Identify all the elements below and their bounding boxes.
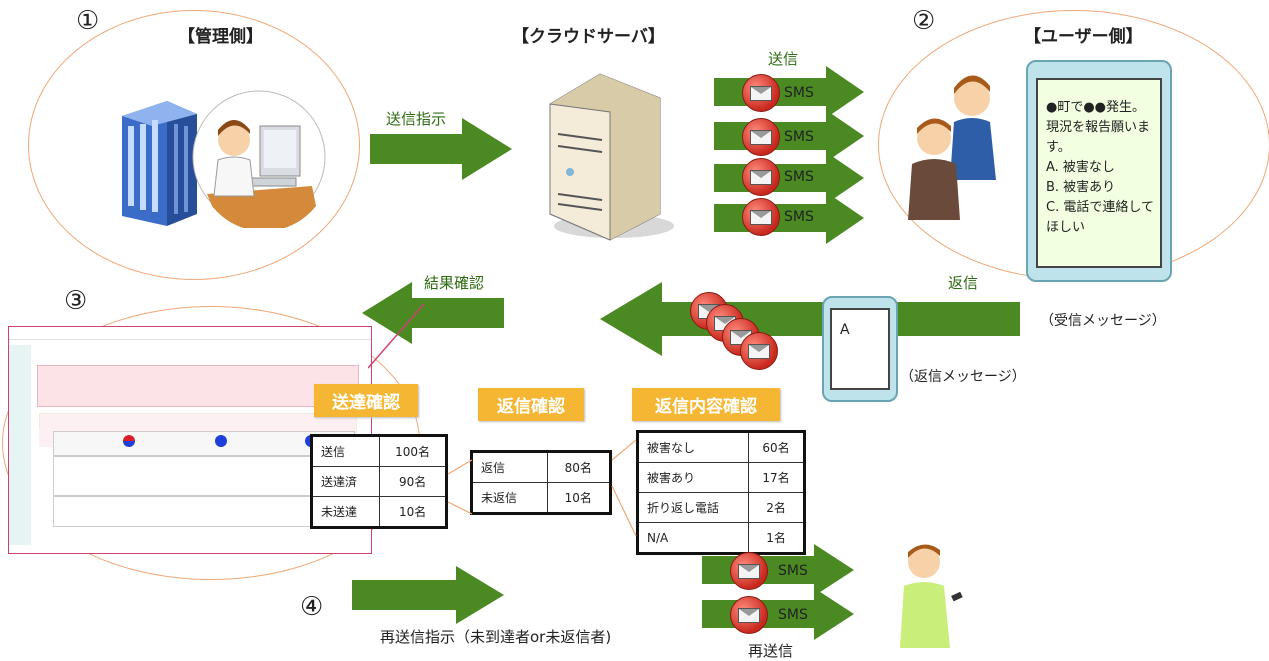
received-phone: ●町で●●発生。現況を報告願います。 A. 被害なし B. 被害あり C. 電話… bbox=[1026, 60, 1172, 282]
delivery-check-badge: 送達確認 bbox=[314, 384, 418, 417]
result-check-arrow bbox=[362, 282, 504, 344]
sms-envelope-icon bbox=[740, 332, 778, 370]
step-4-number: ④ bbox=[300, 592, 324, 622]
sms-resend-item-2: SMS bbox=[730, 596, 808, 634]
send-instruction-arrow bbox=[370, 118, 512, 180]
reply-message-caption: （返信メッセージ） bbox=[900, 369, 1026, 385]
table-cell-value: 60名 bbox=[748, 431, 805, 463]
table-cell-value: 1名 bbox=[748, 522, 805, 554]
sms-envelope-icon bbox=[730, 552, 768, 590]
received-phone-screen: ●町で●●発生。現況を報告願います。 A. 被害なし B. 被害あり C. 電話… bbox=[1036, 78, 1162, 268]
table-cell-label: 折り返し電話 bbox=[636, 492, 750, 523]
cloud-server-icon bbox=[549, 73, 674, 241]
table-cell-label: 送達済 bbox=[310, 466, 381, 497]
status-dot-icon bbox=[123, 435, 135, 447]
users-people-icon bbox=[908, 75, 996, 220]
sms-label: SMS bbox=[784, 85, 814, 101]
table-cell-value: 10名 bbox=[546, 482, 612, 514]
status-dot-icon bbox=[215, 435, 227, 447]
office-building-icon bbox=[122, 101, 197, 226]
sms-label: SMS bbox=[784, 129, 814, 145]
table-cell-label: N/A bbox=[636, 522, 750, 554]
reply-label: 返信 bbox=[948, 274, 979, 292]
sms-envelope-icon bbox=[742, 198, 780, 236]
table-cell-value: 80名 bbox=[546, 451, 612, 483]
sms-label: SMS bbox=[784, 209, 814, 225]
table-cell-value: 2名 bbox=[748, 492, 805, 523]
send-instruction-label: 送信指示 bbox=[386, 110, 447, 128]
resend-instruction-label: 再送信指示（未到達者or未返信者) bbox=[380, 628, 612, 646]
sms-item-2: SMS bbox=[742, 118, 814, 156]
table-cell-value: 100名 bbox=[379, 435, 447, 467]
table-cell-label: 送信 bbox=[310, 435, 381, 467]
resend-instruction-arrow bbox=[352, 566, 504, 624]
sms-item-1: SMS bbox=[742, 74, 814, 112]
user-header: 【ユーザー側】 bbox=[1024, 27, 1143, 47]
reply-envelopes bbox=[690, 292, 790, 372]
sms-envelope-icon bbox=[730, 596, 768, 634]
resend-recipient-icon bbox=[900, 544, 963, 648]
connector-line bbox=[368, 303, 425, 369]
step-1-number: ① bbox=[76, 6, 100, 36]
table-cell-label: 未返信 bbox=[471, 482, 548, 514]
admin-group-ellipse bbox=[28, 10, 360, 280]
table-cell-label: 被害なし bbox=[636, 431, 750, 463]
table-cell-label: 被害あり bbox=[636, 462, 750, 493]
step-3-number: ③ bbox=[64, 286, 88, 316]
resend-label: 再送信 bbox=[748, 642, 794, 660]
sms-envelope-icon bbox=[742, 74, 780, 112]
sms-item-4: SMS bbox=[742, 198, 814, 236]
sms-label: SMS bbox=[778, 563, 808, 579]
step-2-number: ② bbox=[912, 6, 936, 36]
sms-resend-item-1: SMS bbox=[730, 552, 808, 590]
sms-envelope-icon bbox=[742, 158, 780, 196]
received-message-text: ●町で●●発生。現況を報告願います。 A. 被害なし B. 被害あり C. 電話… bbox=[1046, 100, 1154, 235]
admin-header: 【管理側】 bbox=[178, 27, 263, 47]
reply-content-check-badge: 返信内容確認 bbox=[632, 388, 780, 421]
table-cell-value: 17名 bbox=[748, 462, 805, 493]
reply-phone-screen: A bbox=[830, 308, 890, 390]
result-check-label: 結果確認 bbox=[424, 274, 485, 292]
table-cell-value: 90名 bbox=[379, 466, 447, 497]
reply-message-text: A bbox=[840, 322, 850, 338]
table-connector-lines bbox=[447, 440, 637, 537]
received-message-caption: （受信メッセージ） bbox=[1040, 313, 1166, 329]
reply-phone: A bbox=[822, 296, 898, 402]
admin-operator-icon bbox=[192, 90, 326, 228]
reply-check-badge: 返信確認 bbox=[478, 388, 584, 421]
sms-item-3: SMS bbox=[742, 158, 814, 196]
sms-label: SMS bbox=[784, 169, 814, 185]
sms-label: SMS bbox=[778, 607, 808, 623]
reply-arrow bbox=[600, 282, 1020, 356]
cloud-header: 【クラウドサーバ】 bbox=[512, 27, 665, 47]
table-cell-label: 未送達 bbox=[310, 496, 381, 528]
table-cell-value: 10名 bbox=[379, 496, 447, 528]
send-label: 送信 bbox=[768, 50, 799, 68]
sms-envelope-icon bbox=[742, 118, 780, 156]
